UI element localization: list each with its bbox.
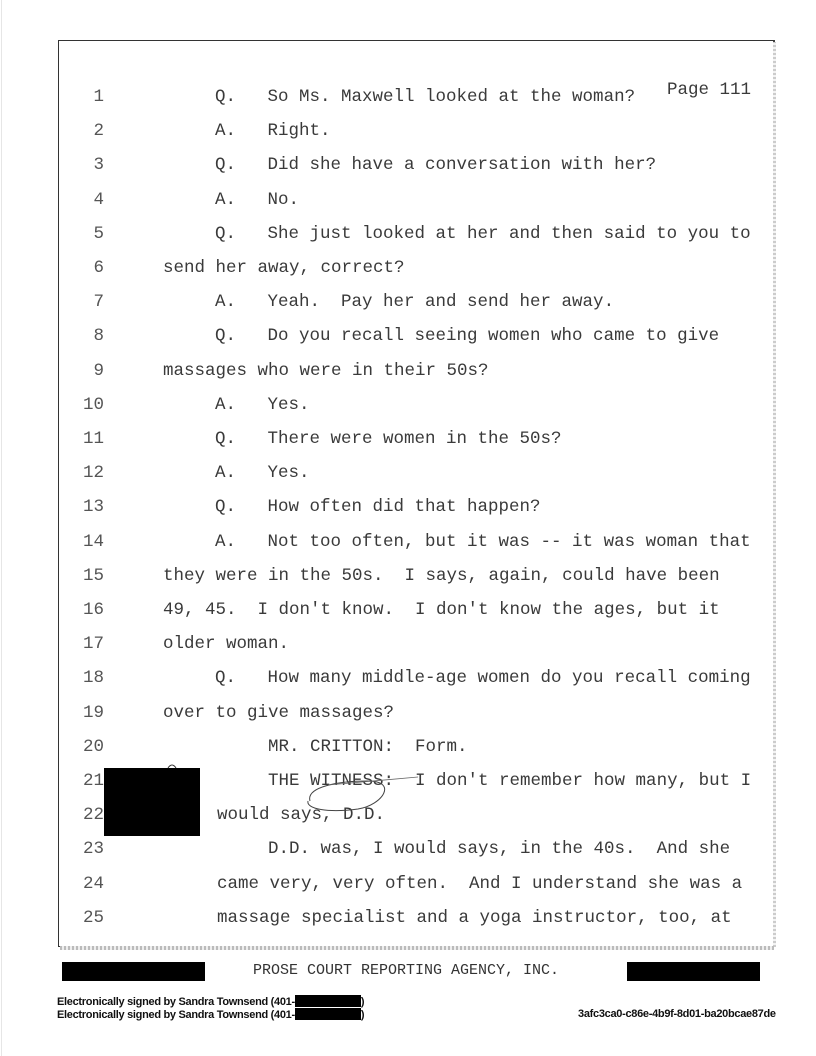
line-number: 1 bbox=[93, 87, 104, 107]
line-text: older woman. bbox=[163, 634, 290, 655]
line-text: A. Yeah. Pay her and send her away. bbox=[215, 292, 615, 313]
redaction-box bbox=[627, 962, 760, 981]
line-text: they were in the 50s. I says, again, cou… bbox=[163, 565, 720, 586]
line-text: Q. How often did that happen? bbox=[215, 497, 541, 518]
line-text: massages who were in their 50s? bbox=[163, 360, 489, 381]
redaction-box bbox=[104, 768, 200, 836]
line-number: 15 bbox=[82, 565, 104, 586]
signature-line: Electronically signed by Sandra Townsend… bbox=[57, 1008, 365, 1021]
line-text: over to give massages? bbox=[163, 702, 395, 723]
document-id: 3afc3ca0-c86e-4b9f-8d01-ba20bcae87de bbox=[578, 1008, 776, 1020]
line-text: send her away, correct? bbox=[163, 258, 405, 278]
line-number: 16 bbox=[82, 600, 104, 620]
handwritten-mark bbox=[167, 764, 177, 769]
agency-name: PROSE COURT REPORTING AGENCY, INC. bbox=[253, 962, 560, 979]
line-number: 11 bbox=[82, 429, 104, 449]
line-number: 19 bbox=[82, 702, 104, 723]
line-text: would says, D.D. bbox=[217, 805, 386, 826]
line-text: Q. So Ms. Maxwell looked at the woman? bbox=[215, 87, 636, 107]
page-number: Page 111 bbox=[667, 80, 752, 100]
scan-shading bbox=[773, 42, 776, 947]
scan-margin-line bbox=[1, 0, 2, 1056]
line-number: 20 bbox=[82, 736, 104, 757]
line-text: Q. There were women in the 50s? bbox=[215, 429, 562, 449]
line-text: Q. Do you recall seeing women who came t… bbox=[215, 326, 720, 347]
line-number: 14 bbox=[82, 531, 104, 552]
redaction-box bbox=[294, 995, 361, 1007]
line-text: Q. Did she have a conversation with her? bbox=[215, 155, 657, 176]
line-number: 2 bbox=[93, 121, 104, 142]
redaction-box bbox=[62, 962, 205, 981]
line-number: 4 bbox=[93, 189, 104, 210]
line-text: A. Right. bbox=[215, 121, 331, 142]
line-text: MR. CRITTON: Form. bbox=[268, 736, 468, 757]
line-text: A. Yes. bbox=[215, 463, 310, 484]
line-number: 17 bbox=[82, 634, 104, 655]
line-number: 13 bbox=[82, 497, 104, 518]
line-number: 24 bbox=[82, 873, 104, 894]
line-text: 49, 45. I don't know. I don't know the a… bbox=[163, 600, 720, 620]
line-text: A. No. bbox=[215, 189, 300, 210]
line-text: came very, very often. And I understand … bbox=[217, 873, 743, 894]
line-number: 10 bbox=[82, 394, 104, 415]
line-number: 8 bbox=[93, 326, 104, 347]
line-number: 3 bbox=[93, 155, 104, 176]
line-text: D.D. was, I would says, in the 40s. And … bbox=[268, 839, 731, 860]
line-number: 22 bbox=[82, 805, 104, 826]
line-number: 18 bbox=[82, 668, 104, 689]
line-number: 25 bbox=[82, 907, 104, 928]
signature-line: Electronically signed by Sandra Townsend… bbox=[57, 995, 365, 1008]
line-text: A. Yes. bbox=[215, 394, 310, 415]
line-text: Q. How many middle-age women do you reca… bbox=[215, 668, 751, 689]
line-number: 12 bbox=[82, 463, 104, 484]
line-number: 7 bbox=[93, 292, 104, 313]
redaction-box bbox=[294, 1008, 361, 1020]
line-text: massage specialist and a yoga instructor… bbox=[217, 907, 732, 928]
line-text: THE WITNESS: I don't remember how many, … bbox=[268, 771, 752, 791]
line-number: 21 bbox=[82, 771, 104, 791]
line-number: 9 bbox=[93, 360, 104, 381]
line-number: 6 bbox=[93, 258, 104, 278]
line-text: A. Not too often, but it was -- it was w… bbox=[215, 531, 751, 552]
handwritten-circle-annotation bbox=[307, 776, 419, 812]
scan-shading-bottom bbox=[60, 946, 774, 950]
line-text: Q. She just looked at her and then said … bbox=[215, 223, 751, 244]
line-number: 23 bbox=[82, 839, 104, 860]
line-number: 5 bbox=[93, 223, 104, 244]
